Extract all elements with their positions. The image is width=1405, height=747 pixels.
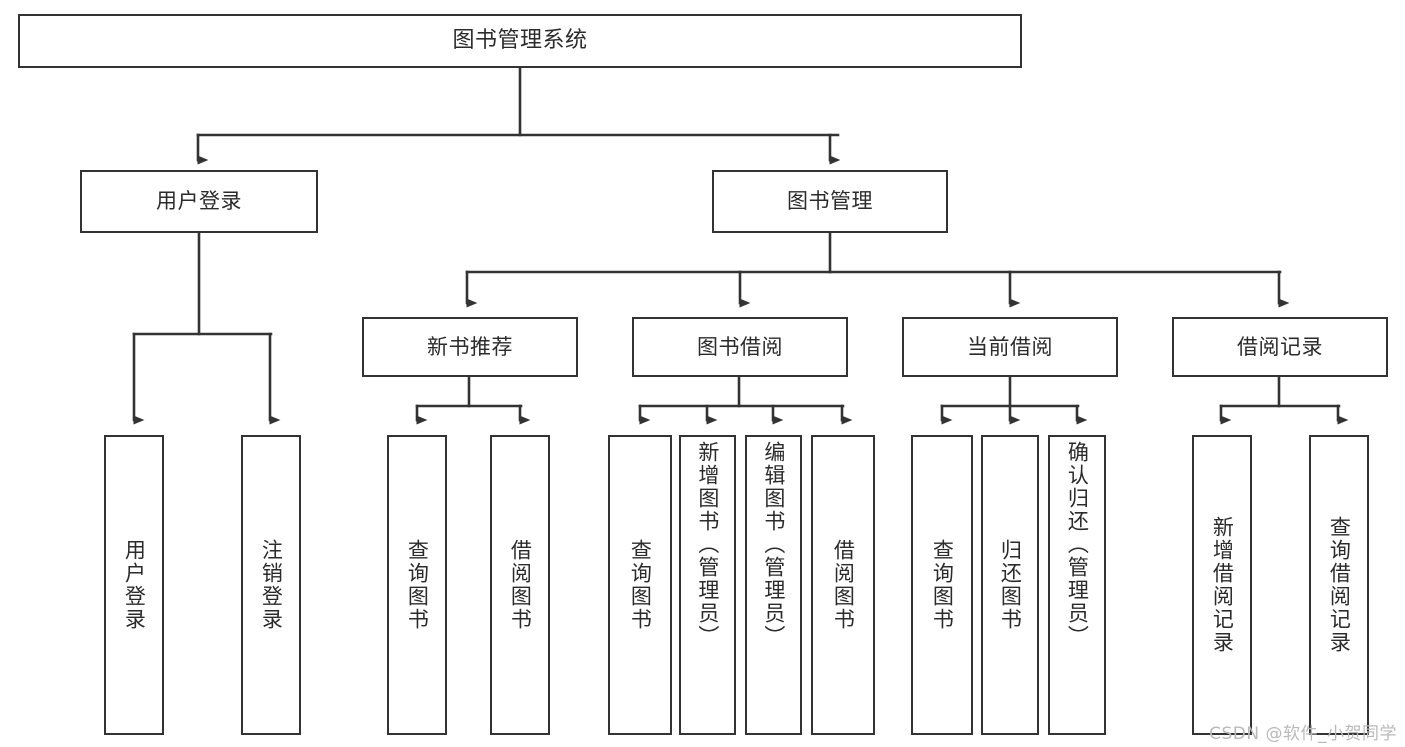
node-label: 借阅记录	[1237, 334, 1323, 359]
node-book-management[interactable]: 图书管理	[712, 170, 948, 233]
node-borrow-record[interactable]: 借阅记录	[1172, 317, 1388, 377]
csdn-watermark: CSDN @软件_小贺同学	[1209, 724, 1397, 744]
leaf-borrow-edit-book-admin[interactable]: 编辑图书（管理员）	[745, 435, 802, 735]
leaf-borrow-query-books[interactable]: 查询图书	[608, 435, 672, 735]
node-root-system[interactable]: 图书管理系统	[18, 14, 1022, 68]
leaf-user-login[interactable]: 用户登录	[104, 435, 164, 735]
node-book-borrow[interactable]: 图书借阅	[632, 317, 848, 377]
edges-userlogin-to-leaves	[132, 231, 281, 425]
edges-record-to-leaves	[1219, 375, 1349, 425]
node-label: 查询图书	[405, 539, 430, 631]
leaf-newbook-borrow-books[interactable]: 借阅图书	[490, 435, 550, 735]
node-label: 图书管理系统	[452, 27, 588, 53]
node-label: 查询借阅记录	[1327, 516, 1352, 654]
node-label: 新书推荐	[427, 334, 513, 359]
node-label: 图书借阅	[697, 334, 783, 359]
node-label: 新增借阅记录	[1210, 516, 1235, 654]
node-label: 用户登录	[156, 189, 242, 214]
node-label: 图书管理	[787, 189, 873, 214]
node-new-book-recommend[interactable]: 新书推荐	[362, 317, 578, 377]
node-label: 借阅图书	[831, 539, 856, 631]
node-current-borrow[interactable]: 当前借阅	[902, 317, 1118, 377]
leaf-record-add-record[interactable]: 新增借阅记录	[1192, 435, 1252, 735]
node-label: 归还图书	[998, 539, 1023, 631]
leaf-current-query-books[interactable]: 查询图书	[911, 435, 973, 735]
leaf-borrow-borrow-books[interactable]: 借阅图书	[811, 435, 875, 735]
node-label: 当前借阅	[967, 334, 1053, 359]
leaf-current-return-books[interactable]: 归还图书	[981, 435, 1039, 735]
edges-bookmgmt-to-level3	[465, 231, 1290, 308]
leaf-current-confirm-return-admin[interactable]: 确认归还（管理员）	[1048, 435, 1106, 735]
node-label: 借阅图书	[508, 539, 533, 631]
edges-bookborrow-to-leaves	[638, 375, 853, 425]
leaf-logout[interactable]: 注销登录	[241, 435, 301, 735]
node-label: 确认归还（管理员）	[1065, 441, 1090, 648]
node-label: 查询图书	[628, 539, 653, 631]
node-label: 新增图书（管理员）	[695, 441, 720, 648]
node-label: 查询图书	[930, 539, 955, 631]
leaf-newbook-query-books[interactable]: 查询图书	[387, 435, 447, 735]
edges-root-to-level2	[196, 66, 841, 165]
leaf-record-query-record[interactable]: 查询借阅记录	[1309, 435, 1369, 735]
leaf-borrow-add-book-admin[interactable]: 新增图书（管理员）	[679, 435, 736, 735]
node-label: 编辑图书（管理员）	[761, 441, 786, 648]
node-label: 用户登录	[122, 539, 147, 631]
node-user-login[interactable]: 用户登录	[80, 170, 318, 233]
node-label: 注销登录	[259, 539, 284, 631]
edges-newbook-to-leaves	[415, 375, 531, 425]
edges-current-to-leaves	[940, 375, 1088, 425]
